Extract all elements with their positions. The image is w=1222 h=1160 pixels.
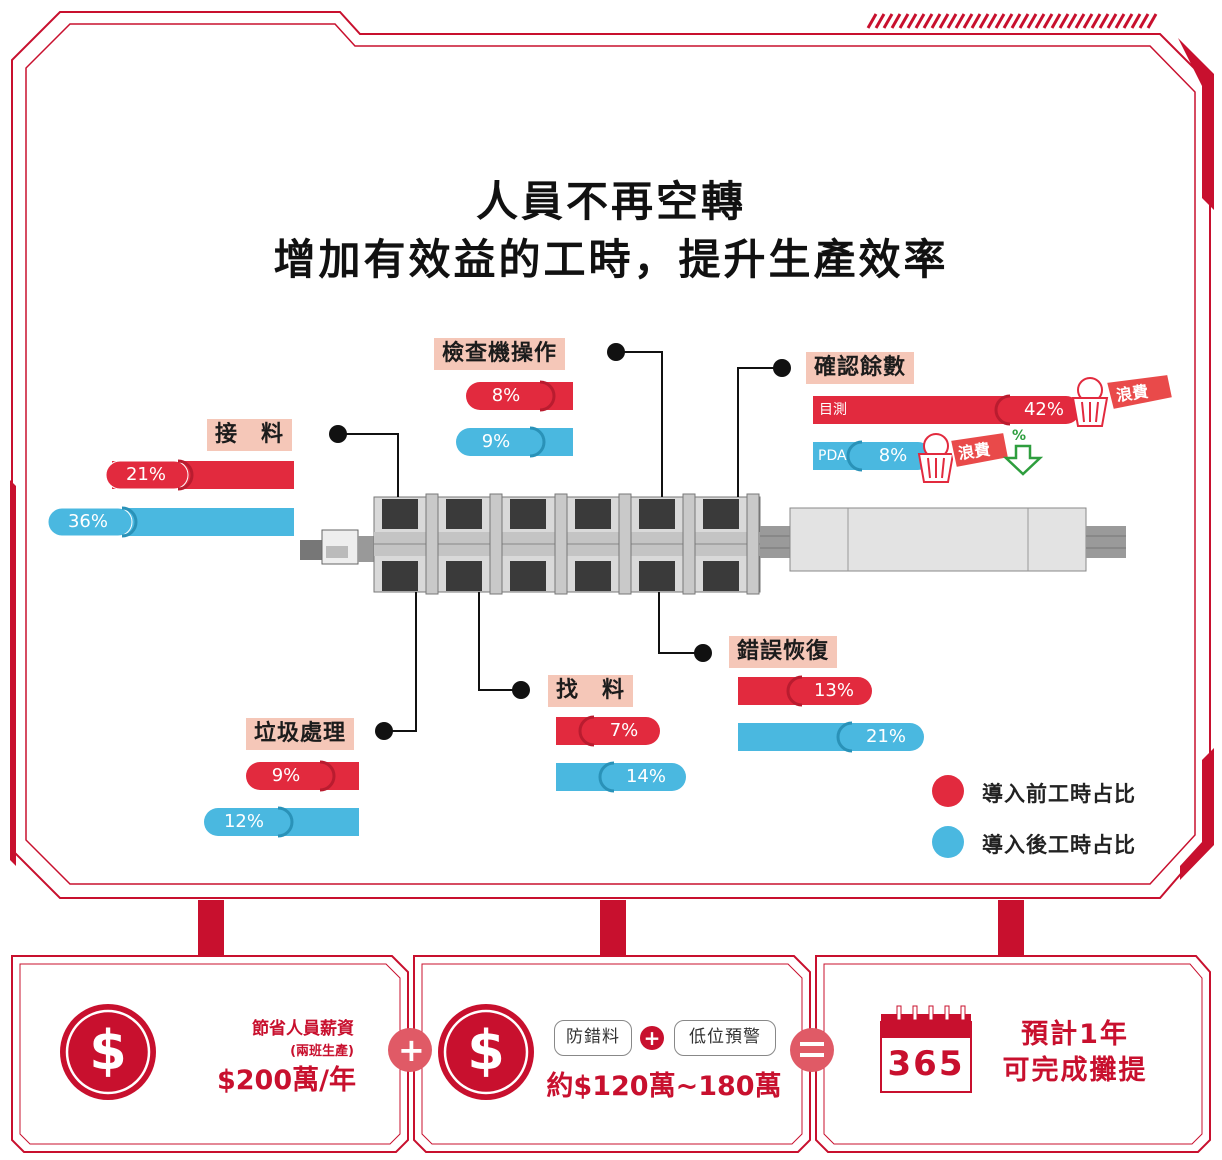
receive-after-value: 36% bbox=[67, 511, 108, 532]
task-label-error: 錯誤恢復 bbox=[729, 636, 838, 668]
savings-amount: $200萬/年 bbox=[216, 1065, 356, 1096]
task-label-receive: 接 料 bbox=[207, 419, 293, 451]
bar-inspect-before bbox=[466, 380, 573, 412]
task-label-search: 找 料 bbox=[548, 675, 634, 707]
search-before-value: 7% bbox=[609, 720, 639, 741]
savings-sub-label: (兩班生產) bbox=[290, 1044, 354, 1059]
payback-line1: 預計1年 bbox=[1021, 1019, 1129, 1050]
bar-search-before bbox=[556, 715, 660, 747]
confirm-after-value: 8% bbox=[878, 445, 908, 466]
task-label-trash: 垃圾處理 bbox=[246, 718, 355, 750]
chip-low-level-warning: 低位預警 bbox=[674, 1020, 776, 1056]
confirm-before-value: 42% bbox=[1023, 399, 1064, 420]
bar-inspect-after bbox=[456, 426, 573, 458]
dollar-icon bbox=[438, 1004, 534, 1100]
plus-icon bbox=[388, 1028, 432, 1072]
feeder-machine-diagram bbox=[300, 493, 1126, 595]
inspect-before-value: 8% bbox=[491, 385, 521, 406]
savings-label: 節省人員薪資 bbox=[252, 1019, 354, 1039]
bar-confirm-before bbox=[813, 394, 1080, 426]
connector-lines bbox=[338, 351, 782, 732]
page-title-line1: 人員不再空轉 bbox=[475, 177, 746, 226]
waste-tag-before: 浪費 bbox=[1115, 381, 1150, 406]
legend-before-dot bbox=[932, 775, 964, 807]
search-after-value: 14% bbox=[625, 766, 666, 787]
task-label-confirm: 確認餘數 bbox=[806, 352, 915, 384]
bar-trash-before bbox=[246, 760, 359, 792]
equals-icon bbox=[790, 1028, 834, 1072]
task-label-inspect: 檢查機操作 bbox=[434, 338, 566, 370]
trash-before-value: 9% bbox=[271, 765, 301, 786]
reduction-label: % bbox=[1012, 428, 1027, 444]
bar-receive-before bbox=[105, 459, 294, 491]
calendar-icon bbox=[880, 1005, 972, 1093]
bar-receive-after bbox=[47, 506, 294, 538]
bar-trash-after bbox=[204, 806, 359, 838]
stripe-decoration bbox=[866, 13, 1158, 29]
waste-basket-icon bbox=[1071, 372, 1175, 427]
waste-tag-after: 浪費 bbox=[957, 439, 992, 464]
legend-after-label: 導入後工時占比 bbox=[982, 833, 1136, 857]
error-after-value: 21% bbox=[865, 726, 906, 747]
trash-after-value: 12% bbox=[223, 811, 264, 832]
receive-before-value: 21% bbox=[125, 464, 166, 485]
bar-error-before bbox=[738, 675, 872, 707]
error-before-value: 13% bbox=[813, 680, 854, 701]
decrease-arrow-icon bbox=[1002, 444, 1044, 476]
investment-amount: 約$120萬~180萬 bbox=[546, 1071, 782, 1102]
legend-before-label: 導入前工時占比 bbox=[982, 782, 1136, 806]
waste-basket-icon bbox=[917, 430, 1011, 483]
confirm-before-method: 目測 bbox=[819, 402, 847, 418]
bar-search-after bbox=[556, 761, 686, 793]
inspect-after-value: 9% bbox=[481, 431, 511, 452]
dollar-icon bbox=[60, 1004, 156, 1100]
calendar-number: 365 bbox=[887, 1044, 965, 1084]
main-frame-inner bbox=[25, 23, 1196, 885]
payback-line2: 可完成攤提 bbox=[1002, 1055, 1148, 1086]
legend-after-dot bbox=[932, 826, 964, 858]
bar-confirm-after bbox=[813, 440, 932, 472]
page-title-line2: 增加有效益的工時，提升生產效率 bbox=[273, 235, 949, 284]
confirm-after-method: PDA bbox=[818, 448, 847, 464]
chip-anti-misload: 防錯料 bbox=[554, 1020, 632, 1056]
dollar-sign-1: $ bbox=[89, 1019, 127, 1082]
dollar-sign-2: $ bbox=[467, 1019, 505, 1082]
plus-sign: + bbox=[398, 1031, 425, 1069]
chip-plus: + bbox=[643, 1026, 661, 1050]
plus-small-icon bbox=[640, 1026, 664, 1050]
bar-error-after bbox=[738, 721, 924, 753]
